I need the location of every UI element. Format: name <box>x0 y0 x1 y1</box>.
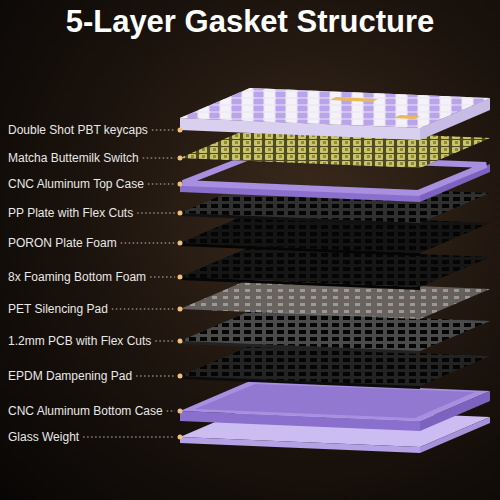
leader-dots <box>178 128 183 440</box>
leader-dots <box>178 307 183 312</box>
part-label: 8x Foaming Bottom Foam <box>8 270 146 284</box>
part-label: Glass Weight <box>8 430 79 444</box>
leader-dots <box>178 409 183 414</box>
bottom-case <box>180 381 490 421</box>
pcb <box>180 311 490 351</box>
keycaps <box>180 88 490 140</box>
leader-dots <box>178 339 183 344</box>
leader-dots <box>178 435 183 440</box>
bottom-case <box>195 384 475 418</box>
part-label: Double Shot PBT keycaps <box>8 123 148 137</box>
leader-line <box>167 411 175 412</box>
pcb <box>180 311 490 354</box>
keycaps <box>180 88 490 128</box>
part-label: EPDM Dampening Pad <box>8 369 132 383</box>
leader-line <box>152 130 175 131</box>
epdm-pad <box>180 346 490 386</box>
leader-line <box>143 158 175 159</box>
keycaps <box>330 97 378 102</box>
epdm-pad <box>180 346 490 389</box>
pcb <box>180 311 490 351</box>
leader-dots <box>178 241 183 246</box>
part-label: PP Plate with Flex Cuts <box>8 206 133 220</box>
bottom-foam <box>180 247 490 290</box>
leader-dots <box>178 182 183 187</box>
title: 5-Layer Gasket Structure <box>0 4 500 40</box>
leader-line <box>148 184 175 185</box>
part-label: PET Silencing Pad <box>8 302 108 316</box>
bottom-foam <box>180 247 490 287</box>
leader-line <box>150 277 175 278</box>
bottom-foam <box>180 247 490 287</box>
leader-dots <box>178 211 183 216</box>
keycaps <box>180 88 490 128</box>
leader-dots <box>178 275 183 280</box>
part-label: Matcha Buttemilk Switch <box>8 151 139 165</box>
leader-line <box>155 341 175 342</box>
glass-weight <box>180 437 420 453</box>
keycaps <box>394 115 420 119</box>
leader-line <box>121 243 175 244</box>
leader-line <box>83 437 175 438</box>
leader-dots <box>178 156 183 161</box>
leader-line <box>137 213 175 214</box>
part-label: CNC Aluminum Top Case <box>8 177 144 191</box>
leader-line <box>136 376 175 377</box>
leader-dots <box>178 374 183 379</box>
leader-dots <box>178 128 183 133</box>
part-label: CNC Aluminum Bottom Case <box>8 404 163 418</box>
epdm-pad <box>180 346 490 386</box>
part-label: PORON Plate Foam <box>8 236 117 250</box>
bottom-case <box>180 381 490 431</box>
leader-line <box>112 309 175 310</box>
part-label: 1.2mm PCB with Flex Cuts <box>8 334 151 348</box>
